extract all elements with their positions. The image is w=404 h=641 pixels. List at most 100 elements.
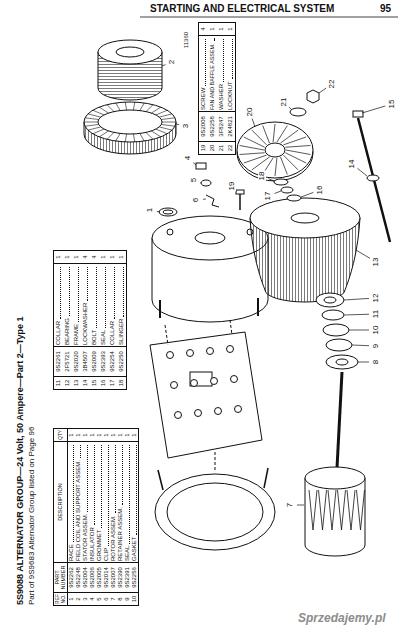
table-cell: SLINGER xyxy=(117,263,126,346)
cover-screw xyxy=(264,468,268,488)
rotor-claw xyxy=(338,490,346,530)
leader-line xyxy=(236,191,238,193)
quantity: 4 xyxy=(82,255,88,258)
ref-number: 2 xyxy=(75,597,81,600)
part-number: 3B4507 xyxy=(82,351,88,372)
table-cell: 9S2005 xyxy=(96,562,103,592)
table-cell: 4 xyxy=(89,592,96,605)
diode xyxy=(231,376,238,383)
cover-screw xyxy=(158,470,163,490)
table-cell: 1 xyxy=(82,429,89,441)
heading-rule xyxy=(140,17,398,18)
ref-number: 7 xyxy=(110,597,116,600)
table-cell: 9S2261 xyxy=(54,346,63,376)
leader-dots xyxy=(112,445,116,513)
callout-number: 18 xyxy=(258,171,266,182)
rotor-claw xyxy=(328,490,336,530)
bearing xyxy=(316,293,344,307)
fan-blade xyxy=(244,137,265,147)
table-cell: 18 xyxy=(117,376,126,389)
part-number: 9S2258 xyxy=(209,116,215,137)
table-cell: 1 xyxy=(89,429,96,441)
callout-number: 17 xyxy=(264,191,272,202)
table-cell: 9S2254 xyxy=(108,346,117,376)
race xyxy=(159,208,177,216)
table-cell: 1 xyxy=(99,251,108,263)
stator-tooth xyxy=(161,124,175,126)
part-description: BEARING xyxy=(64,318,70,345)
table-cell: GROMMET xyxy=(96,441,103,562)
table-row: 143B4507LOCKWASHER4 xyxy=(81,251,90,389)
quantity: 1 xyxy=(82,433,88,436)
rotor-shaft xyxy=(337,372,342,468)
table-cell: CLIP xyxy=(103,441,110,562)
fan-blade xyxy=(286,150,310,155)
quantity: 1 xyxy=(96,433,102,436)
ref-number: 5 xyxy=(96,597,102,600)
table-row: 139S2020FRAME1 xyxy=(72,251,81,389)
stator-tooth xyxy=(133,134,134,142)
table-cell: FIELD COIL AND SUPPORT ASSEM. xyxy=(75,441,82,562)
quantity: 1 xyxy=(55,255,61,258)
part-number: 9S2009 xyxy=(91,351,97,372)
stator-tooth xyxy=(85,118,99,120)
table-row: 122F5721BEARING1 xyxy=(63,251,72,389)
screw-head xyxy=(236,190,244,194)
fan-blade xyxy=(281,130,299,143)
table-cell: 3B4507 xyxy=(81,346,90,376)
parts-table: 199S2008SCREW4209S2258FAN AND BAFFLE ASS… xyxy=(198,22,236,155)
table-cell: LOCKWASHER xyxy=(81,263,90,346)
table-row: 199S2008SCREW4 xyxy=(199,23,208,154)
table-cell: 1 xyxy=(75,429,82,441)
part-description: GROMMET xyxy=(96,530,102,561)
leader-dots xyxy=(120,267,124,317)
table-cell: 15 xyxy=(90,376,99,389)
table-cell: 9S2258 xyxy=(208,111,217,141)
table-row: 39S2004STATOR ASSEM.1 xyxy=(82,429,89,605)
part-number: 9S2007 xyxy=(110,567,116,588)
table-cell: 19 xyxy=(199,141,208,154)
table-cell: 9S2008 xyxy=(199,111,208,141)
part-number: 2K4821 xyxy=(227,116,233,137)
stator-tooth xyxy=(159,114,172,117)
part-number: 9S2020 xyxy=(73,351,79,372)
part-description: SLINGER xyxy=(118,319,124,345)
ref-number: 19 xyxy=(200,145,206,152)
stator-tooth xyxy=(140,133,144,141)
ref-number: 17 xyxy=(109,380,115,387)
table-cell: 9S2390 xyxy=(117,562,124,592)
grommet xyxy=(201,180,211,186)
leader-dots xyxy=(66,267,70,316)
table-cell: 1 xyxy=(117,429,124,441)
table-cell: 3F8247 xyxy=(217,111,226,141)
leader-line xyxy=(162,65,166,66)
table-cell: 4 xyxy=(90,251,99,263)
leader-dots xyxy=(126,445,130,544)
leader-dots xyxy=(84,267,88,301)
table-cell: 9S2009 xyxy=(90,346,99,376)
table-cell: STATOR ASSEM. xyxy=(82,441,89,562)
stator-ring xyxy=(84,102,176,142)
stator-tooth xyxy=(161,118,175,120)
bolt xyxy=(358,118,390,242)
table-row: 109S2256GASKET1 xyxy=(131,429,138,605)
part-description: SEAL xyxy=(124,546,130,561)
callout-number: 9 xyxy=(372,343,380,349)
stator-tooth xyxy=(85,124,99,126)
stator-tooth xyxy=(146,132,153,139)
leader-dots xyxy=(211,39,215,41)
table-cell: 1 xyxy=(117,251,126,263)
table-cell: BEARING xyxy=(63,263,72,346)
part-number: 9S2262 xyxy=(68,567,74,588)
ref-number: 13 xyxy=(73,380,79,387)
rotor-top xyxy=(305,467,365,489)
leader-line xyxy=(193,163,196,165)
seal xyxy=(326,339,352,351)
rotor-claw xyxy=(347,490,355,530)
leader-dots xyxy=(111,267,115,319)
ref-number: 11 xyxy=(55,380,61,386)
part-description: GASKET xyxy=(131,537,137,561)
part-description: ROTOR ASSEM. xyxy=(110,515,116,561)
quantity: 1 xyxy=(103,433,109,436)
leader-line xyxy=(268,179,274,181)
